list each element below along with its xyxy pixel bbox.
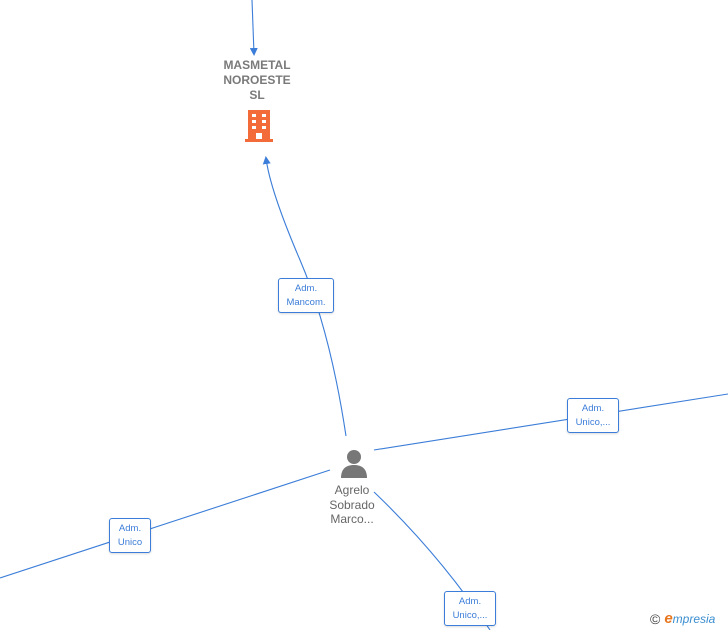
edge-person-left — [0, 469, 331, 579]
edge-label-mancom[interactable]: Adm. Mancom. — [278, 278, 334, 313]
edge-person-to-company — [262, 156, 347, 437]
person-name[interactable]: Agrelo Sobrado Marco... — [329, 483, 375, 526]
edge-label-right[interactable]: Adm. Unico,... — [567, 398, 619, 433]
edge-label-bottom[interactable]: Adm. Unico,... — [444, 591, 496, 626]
brand-initial: e — [664, 610, 673, 627]
brand-logo: © empresia — [650, 610, 715, 627]
edge-incoming-top — [249, 0, 258, 56]
copyright-icon: © — [650, 610, 661, 627]
edge-label-left[interactable]: Adm. Unico — [109, 518, 151, 553]
edge-person-right — [373, 393, 728, 451]
company-name[interactable]: MASMETAL NOROESTE SL — [223, 58, 291, 102]
person-icon[interactable] — [338, 447, 370, 479]
brand-text: mpresia — [672, 612, 716, 626]
building-icon[interactable] — [243, 108, 275, 144]
